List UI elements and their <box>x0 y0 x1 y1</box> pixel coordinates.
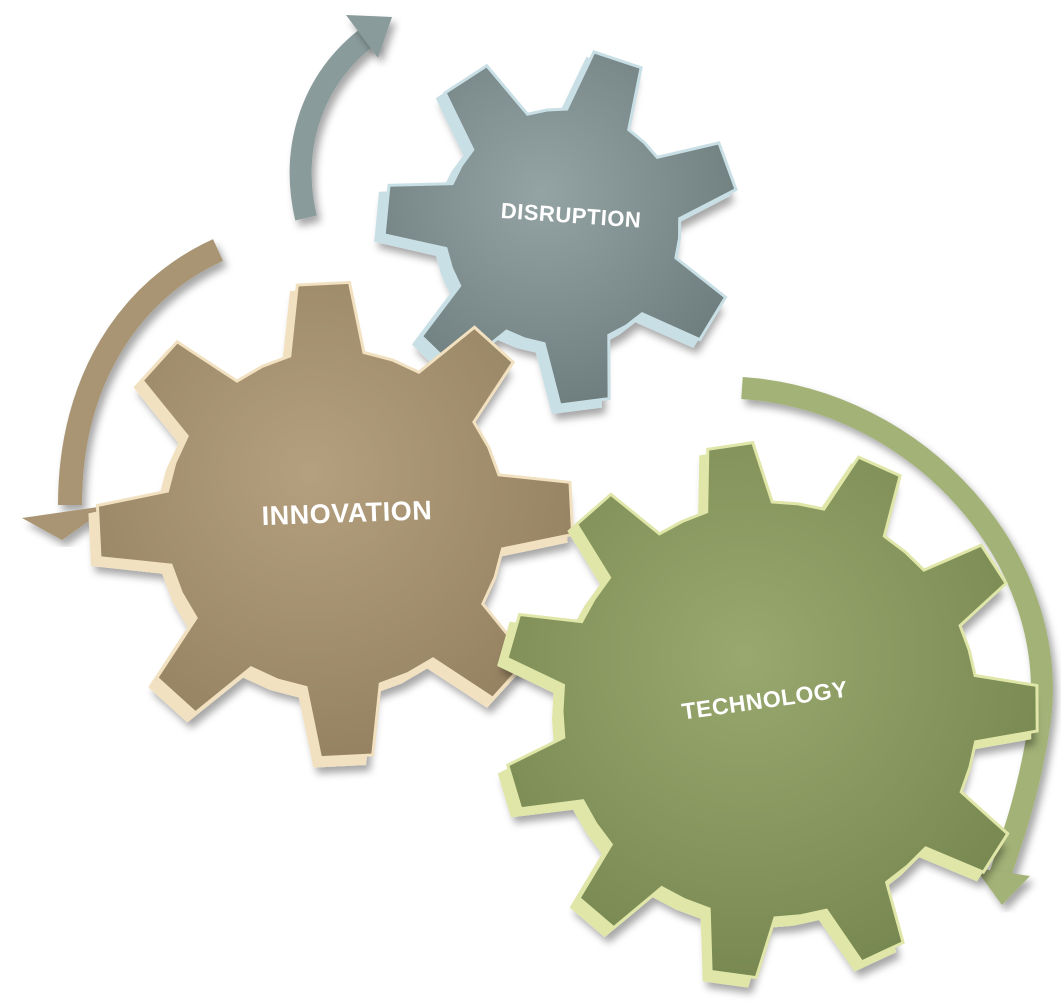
disruption-gear: DISRUPTION <box>374 50 738 415</box>
innovation-label: INNOVATION <box>261 495 432 531</box>
disruption-arrow <box>289 15 392 221</box>
technology-arrow <box>741 377 1053 905</box>
innovation-gear: INNOVATION <box>88 280 575 768</box>
technology-gear: TECHNOLOGY <box>497 440 1039 988</box>
